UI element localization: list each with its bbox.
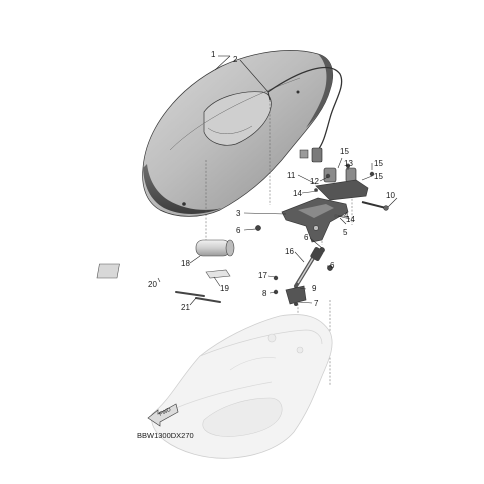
callout-15a: 15 <box>340 147 349 156</box>
seat-bolt-hole <box>182 202 186 206</box>
callout-13: 13 <box>344 159 353 168</box>
seat-assembly <box>142 50 333 217</box>
callout-15b: 15 <box>374 159 383 168</box>
screws <box>255 225 333 271</box>
seat-front-dark-edge <box>143 164 222 214</box>
harness-coupler <box>299 149 309 159</box>
seat-damper <box>273 247 324 306</box>
callout-9: 9 <box>312 284 317 293</box>
callouts: 1 2 3 4 5 6 6 6 7 8 9 10 11 12 13 14 14 … <box>148 50 395 312</box>
callout-10: 10 <box>386 191 395 200</box>
leader-lines <box>157 55 398 306</box>
callout-12: 12 <box>310 177 319 186</box>
callout-18: 18 <box>181 259 190 268</box>
callout-19: 19 <box>220 284 229 293</box>
callout-6a: 6 <box>236 226 241 235</box>
seat-seam <box>169 77 301 151</box>
backrest-shadow <box>207 125 253 134</box>
seat-bolt-hole-rear <box>296 90 300 94</box>
seat-wire-harness <box>267 66 343 163</box>
callout-14b: 14 <box>346 215 355 224</box>
callout-11: 11 <box>287 171 296 180</box>
callout-5: 5 <box>343 228 348 237</box>
callout-6b: 6 <box>304 233 309 242</box>
callout-17: 17 <box>258 271 267 280</box>
callout-16: 16 <box>285 247 294 256</box>
wrench-tool <box>175 291 221 303</box>
callout-4: 4 <box>344 211 349 220</box>
callout-6c: 6 <box>330 261 335 270</box>
callout-2: 2 <box>233 55 238 64</box>
tool-kit <box>195 239 235 279</box>
callout-21: 21 <box>181 303 190 312</box>
seat-lock-bracket <box>281 197 349 243</box>
callout-3: 3 <box>236 209 241 218</box>
front-direction-arrow: FWD <box>147 403 179 427</box>
harness-connector <box>311 147 323 163</box>
callout-15c: 15 <box>374 172 383 181</box>
seat-rear-dark-edge <box>306 54 333 128</box>
fwd-label: FWD <box>158 407 172 418</box>
diagram-code: BBW1300DX270 <box>137 431 194 440</box>
callout-7: 7 <box>314 299 319 308</box>
callout-14a: 14 <box>293 189 302 198</box>
owners-manual <box>96 263 120 279</box>
backrest-pad <box>203 91 272 146</box>
latch-hardware <box>314 164 389 218</box>
under-seat-storage <box>151 314 333 459</box>
callout-8: 8 <box>262 289 267 298</box>
callout-1: 1 <box>211 50 216 59</box>
callout-20: 20 <box>148 280 157 289</box>
